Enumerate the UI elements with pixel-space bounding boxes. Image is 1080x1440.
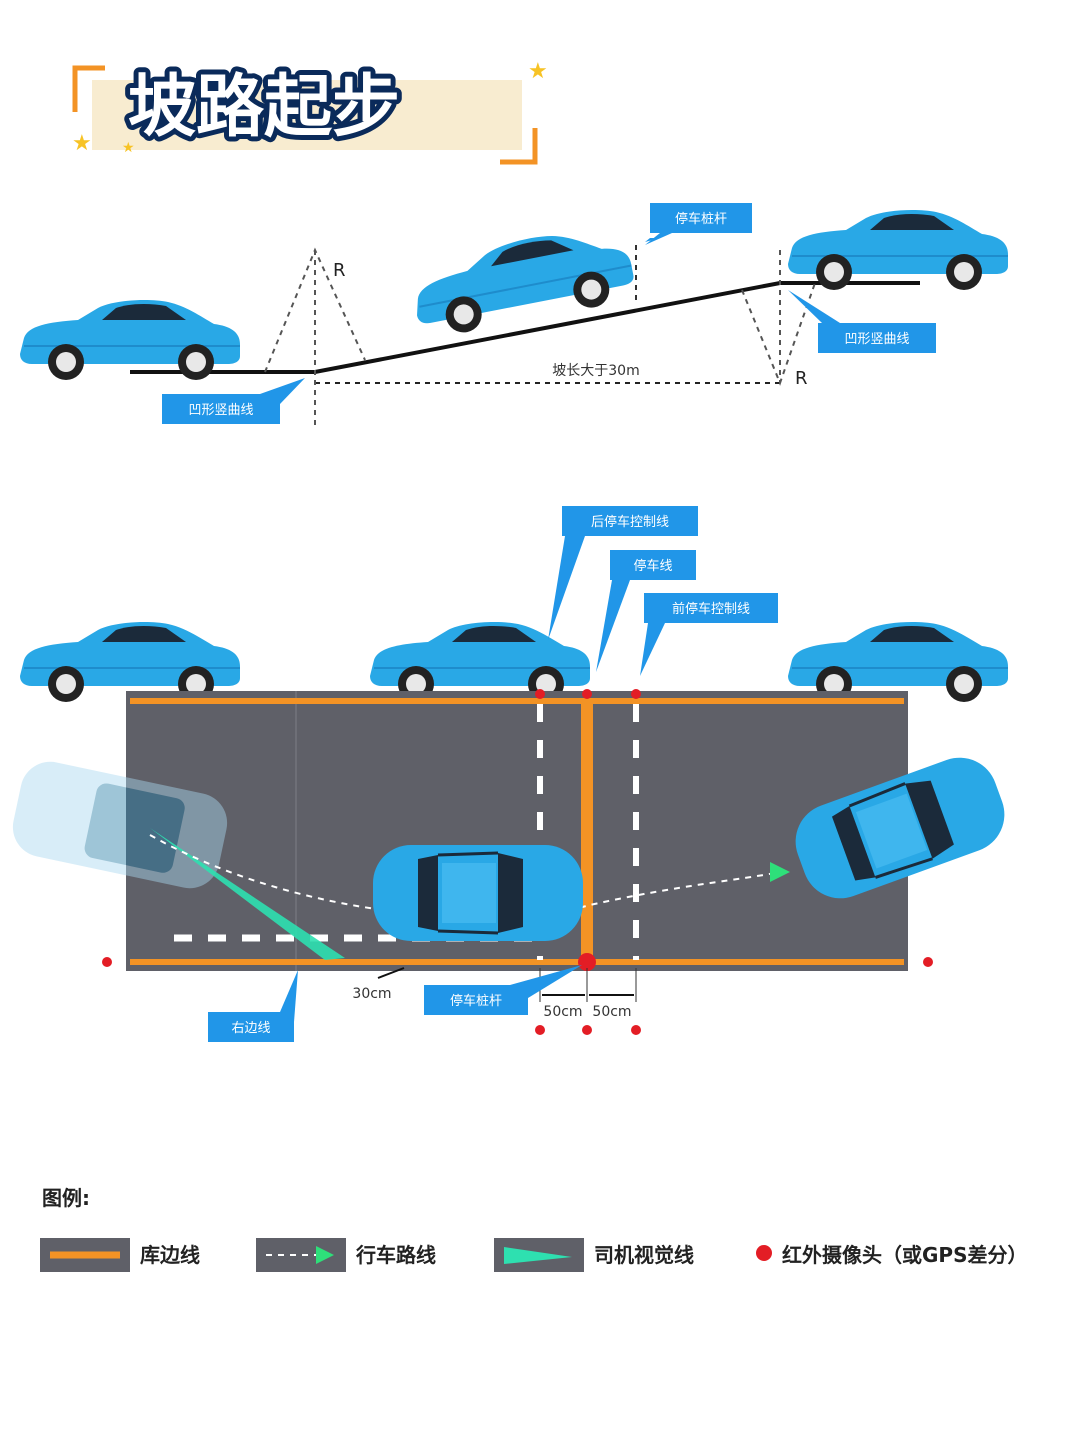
right-edge-label: 右边线 (231, 1021, 270, 1036)
red-dot-icon (102, 957, 112, 967)
legend-item-sensor: 红外摄像头（或GPS差分） (756, 1243, 1027, 1267)
concave-curve-label-right: 凹形竖曲线 (844, 332, 909, 347)
infrared-sensors (102, 689, 933, 1035)
stop-pole-label: 停车桩杆 (675, 211, 727, 227)
rear-stop-control-label: 后停车控制线 (591, 514, 669, 530)
title-bracket-right (500, 128, 538, 165)
stop-pole-callout: 停车桩杆 (645, 203, 752, 245)
distance-50cm-right: 50cm (592, 1004, 631, 1020)
dimension-markers: 50cm 50cm 30cm (352, 967, 637, 1020)
red-dot-icon (535, 1025, 545, 1035)
front-stop-control-callout: 前停车控制线 (640, 593, 778, 676)
legend-heading: 图例: (42, 1186, 90, 1210)
concave-curve-callout-left: 凹形竖曲线 (162, 378, 305, 424)
radius-label-right: R (795, 368, 808, 389)
lane-diagram: 50cm 50cm 30cm 后停车控制线 停车线 前停车控制线 停车桩杆 (12, 506, 1017, 1042)
red-dot-icon (582, 1025, 592, 1035)
legend-label: 红外摄像头（或GPS差分） (782, 1243, 1027, 1267)
car-top-of-slope (787, 209, 1009, 291)
red-dot-icon (756, 1245, 772, 1261)
red-dot-icon (535, 689, 545, 699)
car-side-center (369, 621, 591, 703)
driver-sight-line (150, 828, 345, 960)
star-icon: ★ (528, 59, 548, 84)
page-title-outline: 坡路起步 (128, 68, 400, 147)
car-side-right (787, 621, 1009, 703)
distance-50cm-left: 50cm (543, 1004, 582, 1020)
legend-item-sight-line: 司机视觉线 (494, 1238, 694, 1272)
page-title: 坡路起步 (128, 68, 400, 147)
red-dot-icon (582, 689, 592, 699)
red-dot-icon (923, 957, 933, 967)
title-bracket-left (72, 65, 105, 112)
concave-curve-callout-right: 凹形竖曲线 (788, 290, 936, 353)
legend-label: 行车路线 (355, 1243, 436, 1267)
red-dot-icon (578, 953, 596, 971)
front-stop-control-label: 前停车控制线 (672, 601, 750, 617)
slope-diagram: 坡长大于30m R R 停车桩杆 凹形竖曲线 凹形竖曲线 (19, 203, 1009, 425)
title-background (92, 80, 522, 150)
car-ghost-start (12, 761, 228, 889)
car-on-slope (405, 219, 639, 342)
red-dot-icon (631, 1025, 641, 1035)
concave-curve-label-left: 凹形竖曲线 (188, 403, 253, 418)
stop-pole-callout-bottom: 停车桩杆 (424, 965, 582, 1015)
car-flat-start (19, 299, 241, 381)
stop-line-callout: 停车线 (596, 550, 696, 672)
slope-road-line (130, 281, 920, 374)
star-icon: ★ (122, 140, 135, 156)
title-banner: ★ ★ ★ 坡路起步 坡路起步 (72, 59, 548, 165)
radius-label-left: R (333, 260, 346, 281)
route-arrow-icon (770, 862, 790, 882)
legend-label: 库边线 (140, 1243, 200, 1267)
stop-pole-label-bottom: 停车桩杆 (450, 993, 502, 1009)
distance-30cm: 30cm (352, 986, 391, 1002)
slope-length-label: 坡长大于30m (552, 363, 639, 379)
car-top-stopped (371, 843, 585, 943)
legend-item-edge-line: 库边线 (40, 1238, 200, 1272)
stop-line-label: 停车线 (633, 558, 672, 574)
star-icon: ★ (72, 131, 92, 156)
car-side-left (19, 621, 241, 703)
legend-item-driving-route: 行车路线 (256, 1238, 436, 1272)
right-edge-callout: 右边线 (208, 970, 298, 1042)
legend-label: 司机视觉线 (594, 1243, 694, 1267)
red-dot-icon (631, 689, 641, 699)
legend: 图例: 库边线 行车路线 司机视觉线 红外摄像头（或GPS差分） (40, 1186, 1027, 1272)
rear-stop-control-callout: 后停车控制线 (548, 506, 698, 640)
